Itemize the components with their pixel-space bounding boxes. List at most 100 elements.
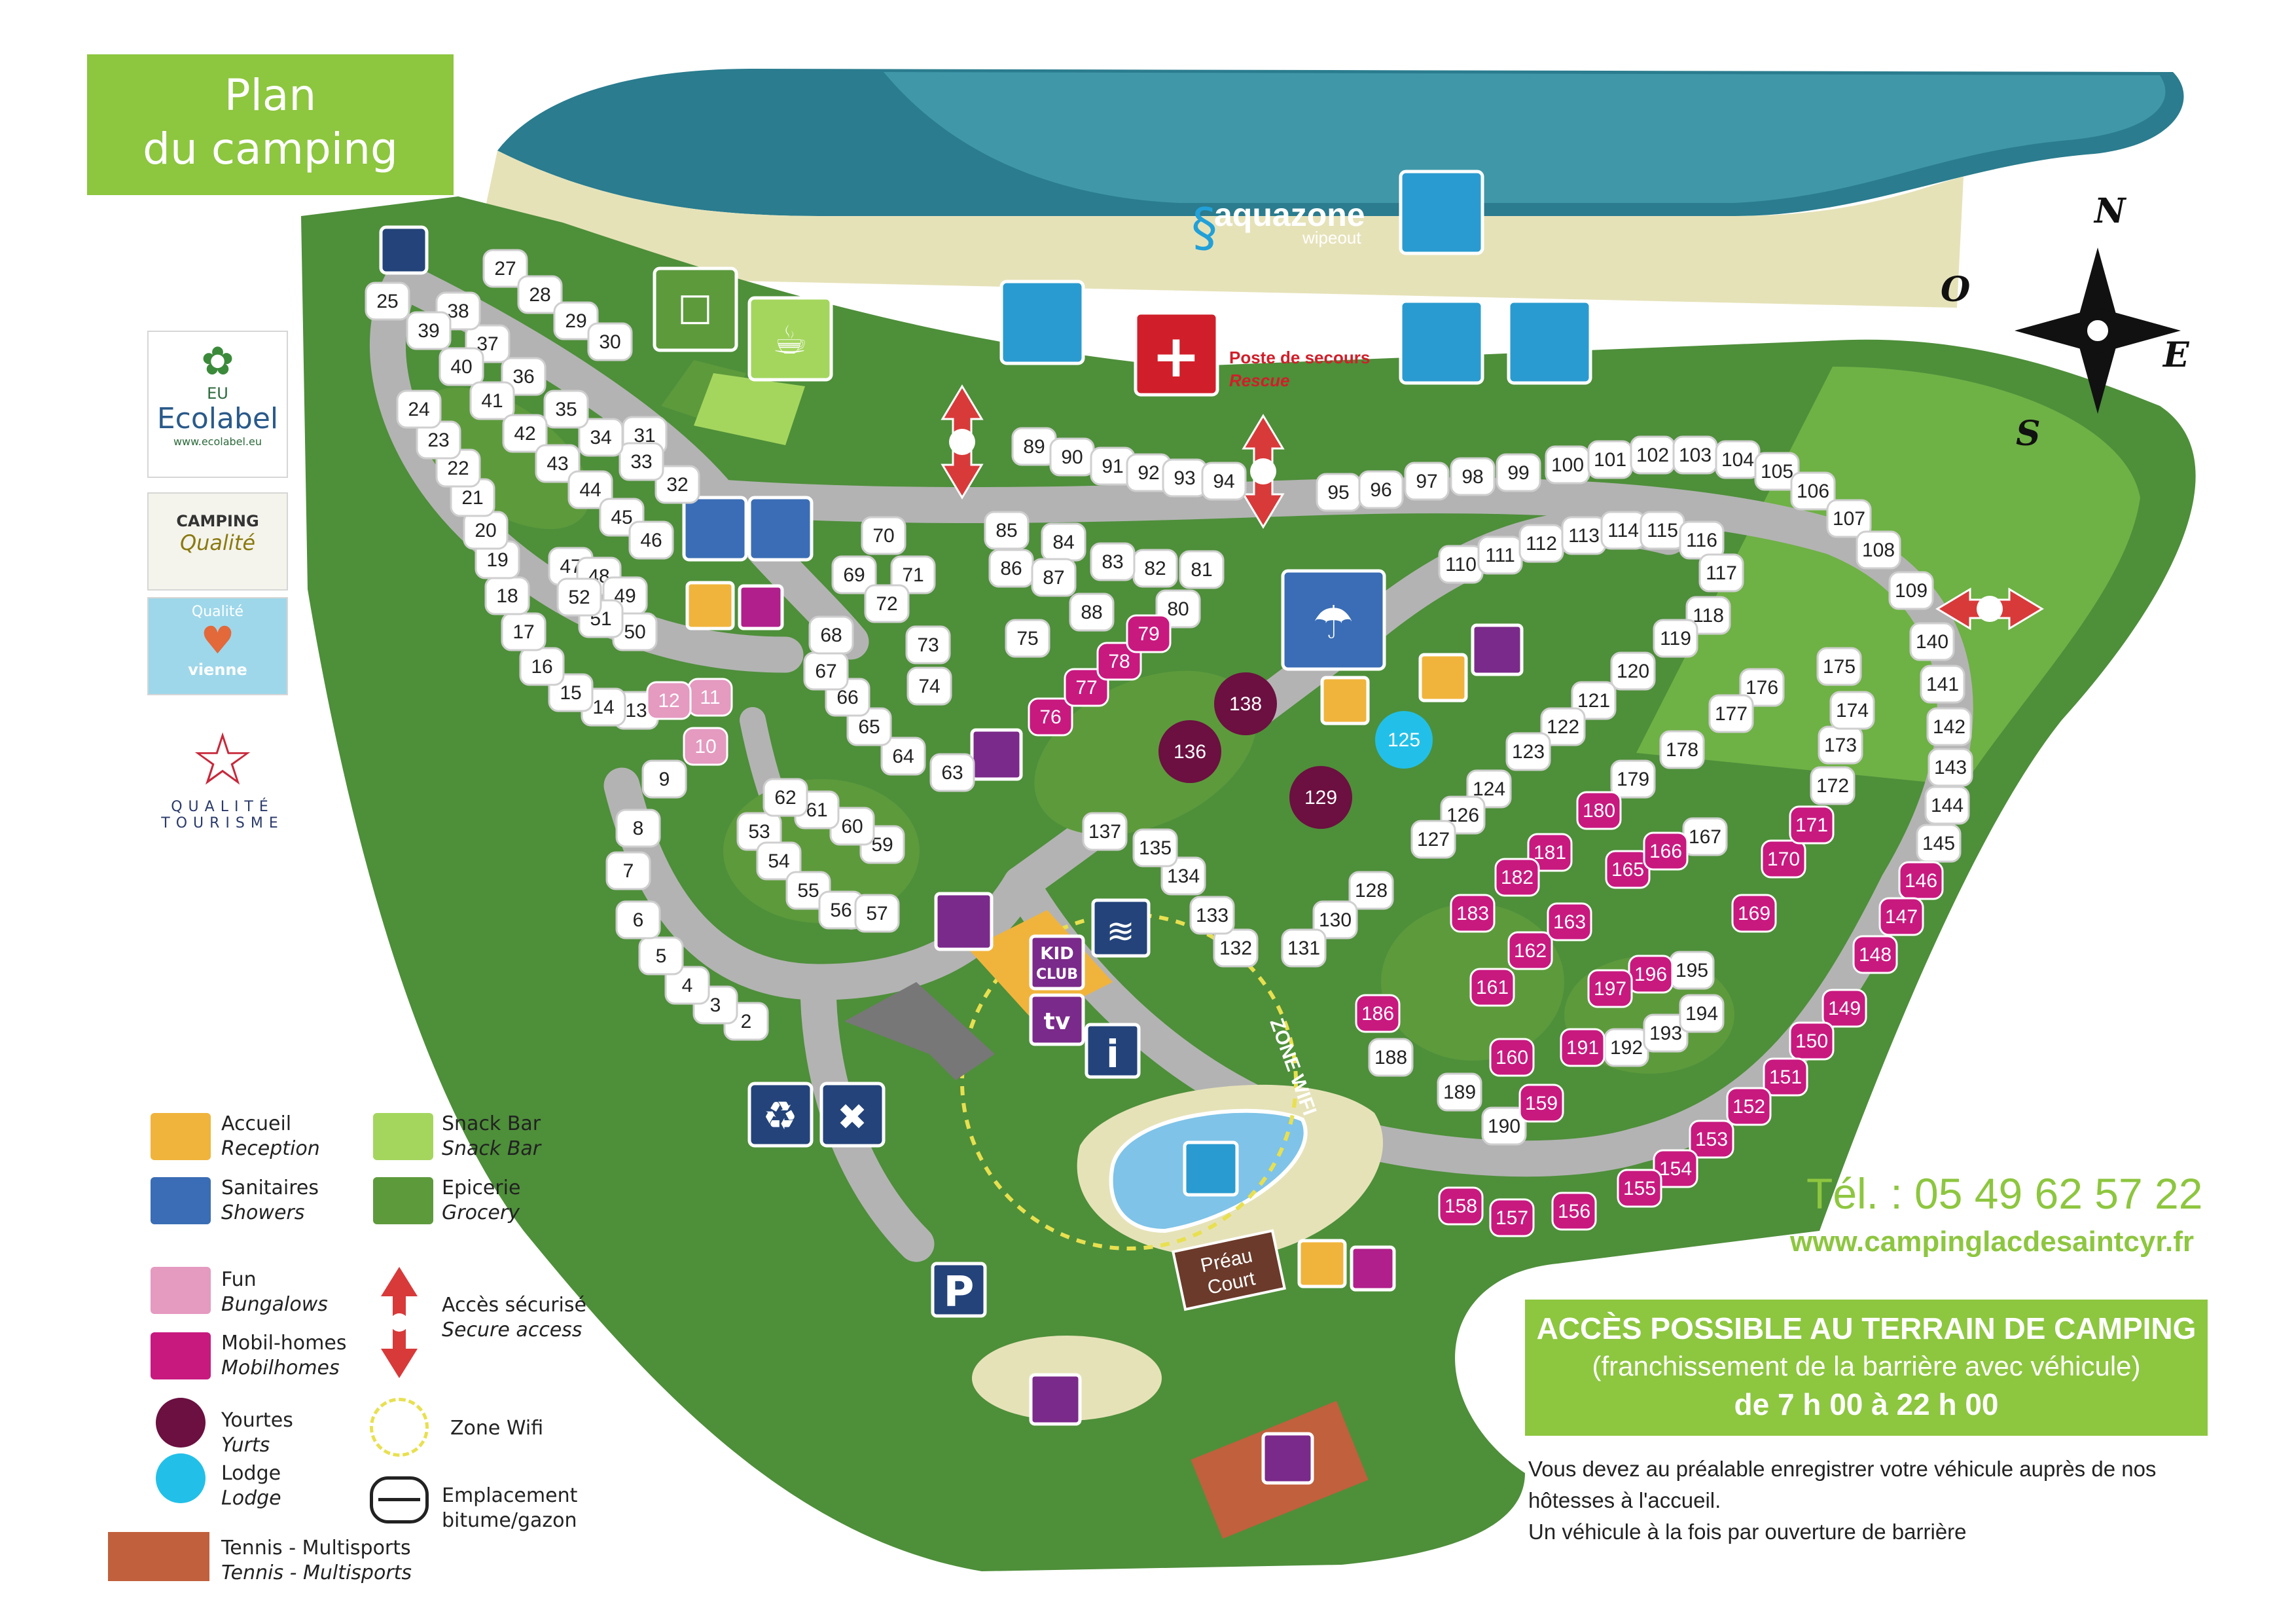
- pitch-30[interactable]: 30: [587, 322, 633, 361]
- pitch-33[interactable]: 33: [619, 442, 664, 481]
- pitch-156[interactable]: 156: [1551, 1192, 1597, 1231]
- pitch-99[interactable]: 99: [1496, 453, 1541, 492]
- pitch-123[interactable]: 123: [1505, 732, 1551, 771]
- pitch-40[interactable]: 40: [439, 347, 484, 386]
- pitch-9[interactable]: 9: [641, 759, 687, 799]
- pitch-23[interactable]: 23: [416, 420, 461, 460]
- pitch-62[interactable]: 62: [762, 778, 808, 817]
- website-link[interactable]: www.campinglacdesaintcyr.fr: [1790, 1226, 2195, 1258]
- pitch-76[interactable]: 76: [1028, 697, 1073, 737]
- pitch-8[interactable]: 8: [615, 809, 661, 848]
- pitch-95[interactable]: 95: [1316, 473, 1361, 512]
- pitch-127[interactable]: 127: [1410, 820, 1456, 859]
- pitch-105[interactable]: 105: [1754, 452, 1800, 491]
- pitch-162[interactable]: 162: [1507, 931, 1553, 970]
- pitch-183[interactable]: 183: [1450, 894, 1496, 933]
- pitch-197[interactable]: 197: [1587, 969, 1633, 1008]
- pitch-196[interactable]: 196: [1628, 955, 1674, 994]
- pitch-176[interactable]: 176: [1739, 668, 1785, 707]
- pitch-89[interactable]: 89: [1011, 427, 1057, 466]
- pitch-121[interactable]: 121: [1571, 681, 1617, 720]
- pitch-172[interactable]: 172: [1810, 766, 1856, 805]
- pitch-110[interactable]: 110: [1438, 545, 1484, 584]
- pitch-143[interactable]: 143: [1928, 748, 1973, 787]
- pitch-65[interactable]: 65: [846, 707, 892, 746]
- pitch-166[interactable]: 166: [1643, 831, 1689, 871]
- pitch-96[interactable]: 96: [1358, 470, 1404, 509]
- pitch-128[interactable]: 128: [1348, 871, 1394, 910]
- pitch-102[interactable]: 102: [1630, 435, 1676, 475]
- pitch-136[interactable]: 136: [1158, 720, 1221, 783]
- pitch-12[interactable]: 12: [646, 681, 692, 720]
- pitch-181[interactable]: 181: [1527, 833, 1573, 872]
- pitch-54[interactable]: 54: [756, 841, 802, 881]
- pitch-43[interactable]: 43: [535, 444, 581, 483]
- pitch-170[interactable]: 170: [1761, 839, 1806, 879]
- pitch-53[interactable]: 53: [736, 812, 782, 851]
- pitch-103[interactable]: 103: [1672, 435, 1718, 475]
- pitch-157[interactable]: 157: [1489, 1198, 1535, 1237]
- pitch-169[interactable]: 169: [1731, 894, 1777, 933]
- pitch-10[interactable]: 10: [683, 727, 728, 766]
- pitch-28[interactable]: 28: [517, 275, 563, 314]
- pitch-69[interactable]: 69: [831, 555, 877, 594]
- pitch-92[interactable]: 92: [1126, 453, 1172, 492]
- pitch-194[interactable]: 194: [1679, 994, 1725, 1033]
- pitch-73[interactable]: 73: [905, 625, 951, 665]
- pitch-57[interactable]: 57: [854, 894, 900, 933]
- pitch-29[interactable]: 29: [553, 301, 599, 340]
- pitch-79[interactable]: 79: [1126, 614, 1172, 653]
- pitch-25[interactable]: 25: [365, 282, 410, 321]
- pitch-175[interactable]: 175: [1816, 647, 1862, 686]
- pitch-137[interactable]: 137: [1082, 812, 1128, 851]
- pitch-178[interactable]: 178: [1659, 730, 1705, 769]
- pitch-84[interactable]: 84: [1041, 522, 1086, 562]
- pitch-41[interactable]: 41: [469, 381, 515, 420]
- pitch-138[interactable]: 138: [1214, 672, 1277, 735]
- pitch-161[interactable]: 161: [1469, 968, 1515, 1007]
- pitch-147[interactable]: 147: [1878, 897, 1924, 936]
- pitch-154[interactable]: 154: [1653, 1149, 1698, 1188]
- pitch-140[interactable]: 140: [1909, 622, 1955, 661]
- pitch-93[interactable]: 93: [1162, 458, 1208, 498]
- pitch-107[interactable]: 107: [1826, 499, 1872, 538]
- pitch-88[interactable]: 88: [1069, 593, 1115, 632]
- pitch-111[interactable]: 111: [1477, 536, 1523, 575]
- pitch-142[interactable]: 142: [1926, 707, 1972, 746]
- pitch-71[interactable]: 71: [890, 555, 936, 594]
- pitch-18[interactable]: 18: [484, 576, 530, 615]
- pitch-186[interactable]: 186: [1355, 994, 1401, 1033]
- pitch-141[interactable]: 141: [1920, 665, 1965, 704]
- pitch-118[interactable]: 118: [1685, 596, 1731, 635]
- pitch-165[interactable]: 165: [1605, 850, 1651, 889]
- pitch-56[interactable]: 56: [818, 890, 864, 930]
- pitch-195[interactable]: 195: [1669, 951, 1715, 990]
- pitch-100[interactable]: 100: [1545, 445, 1590, 484]
- pitch-72[interactable]: 72: [864, 584, 910, 623]
- pitch-191[interactable]: 191: [1560, 1028, 1605, 1067]
- pitch-131[interactable]: 131: [1281, 928, 1327, 968]
- pitch-135[interactable]: 135: [1132, 828, 1178, 867]
- pitch-153[interactable]: 153: [1689, 1120, 1734, 1159]
- pitch-90[interactable]: 90: [1049, 437, 1095, 477]
- pitch-98[interactable]: 98: [1450, 457, 1496, 496]
- pitch-115[interactable]: 115: [1640, 511, 1685, 550]
- pitch-70[interactable]: 70: [861, 516, 906, 555]
- pitch-34[interactable]: 34: [578, 418, 624, 457]
- pitch-119[interactable]: 119: [1653, 619, 1698, 658]
- pitch-159[interactable]: 159: [1518, 1084, 1564, 1123]
- pitch-120[interactable]: 120: [1610, 651, 1656, 691]
- pitch-4[interactable]: 4: [664, 966, 710, 1005]
- pitch-133[interactable]: 133: [1189, 896, 1235, 935]
- pitch-67[interactable]: 67: [803, 651, 849, 691]
- pitch-158[interactable]: 158: [1438, 1186, 1484, 1226]
- pitch-134[interactable]: 134: [1160, 856, 1206, 896]
- pitch-85[interactable]: 85: [984, 511, 1030, 550]
- pitch-167[interactable]: 167: [1682, 817, 1728, 856]
- pitch-42[interactable]: 42: [502, 414, 548, 453]
- pitch-149[interactable]: 149: [1821, 989, 1867, 1028]
- pitch-16[interactable]: 16: [519, 647, 565, 686]
- pitch-97[interactable]: 97: [1404, 462, 1450, 501]
- pitch-7[interactable]: 7: [605, 851, 651, 890]
- pitch-193[interactable]: 193: [1643, 1013, 1689, 1053]
